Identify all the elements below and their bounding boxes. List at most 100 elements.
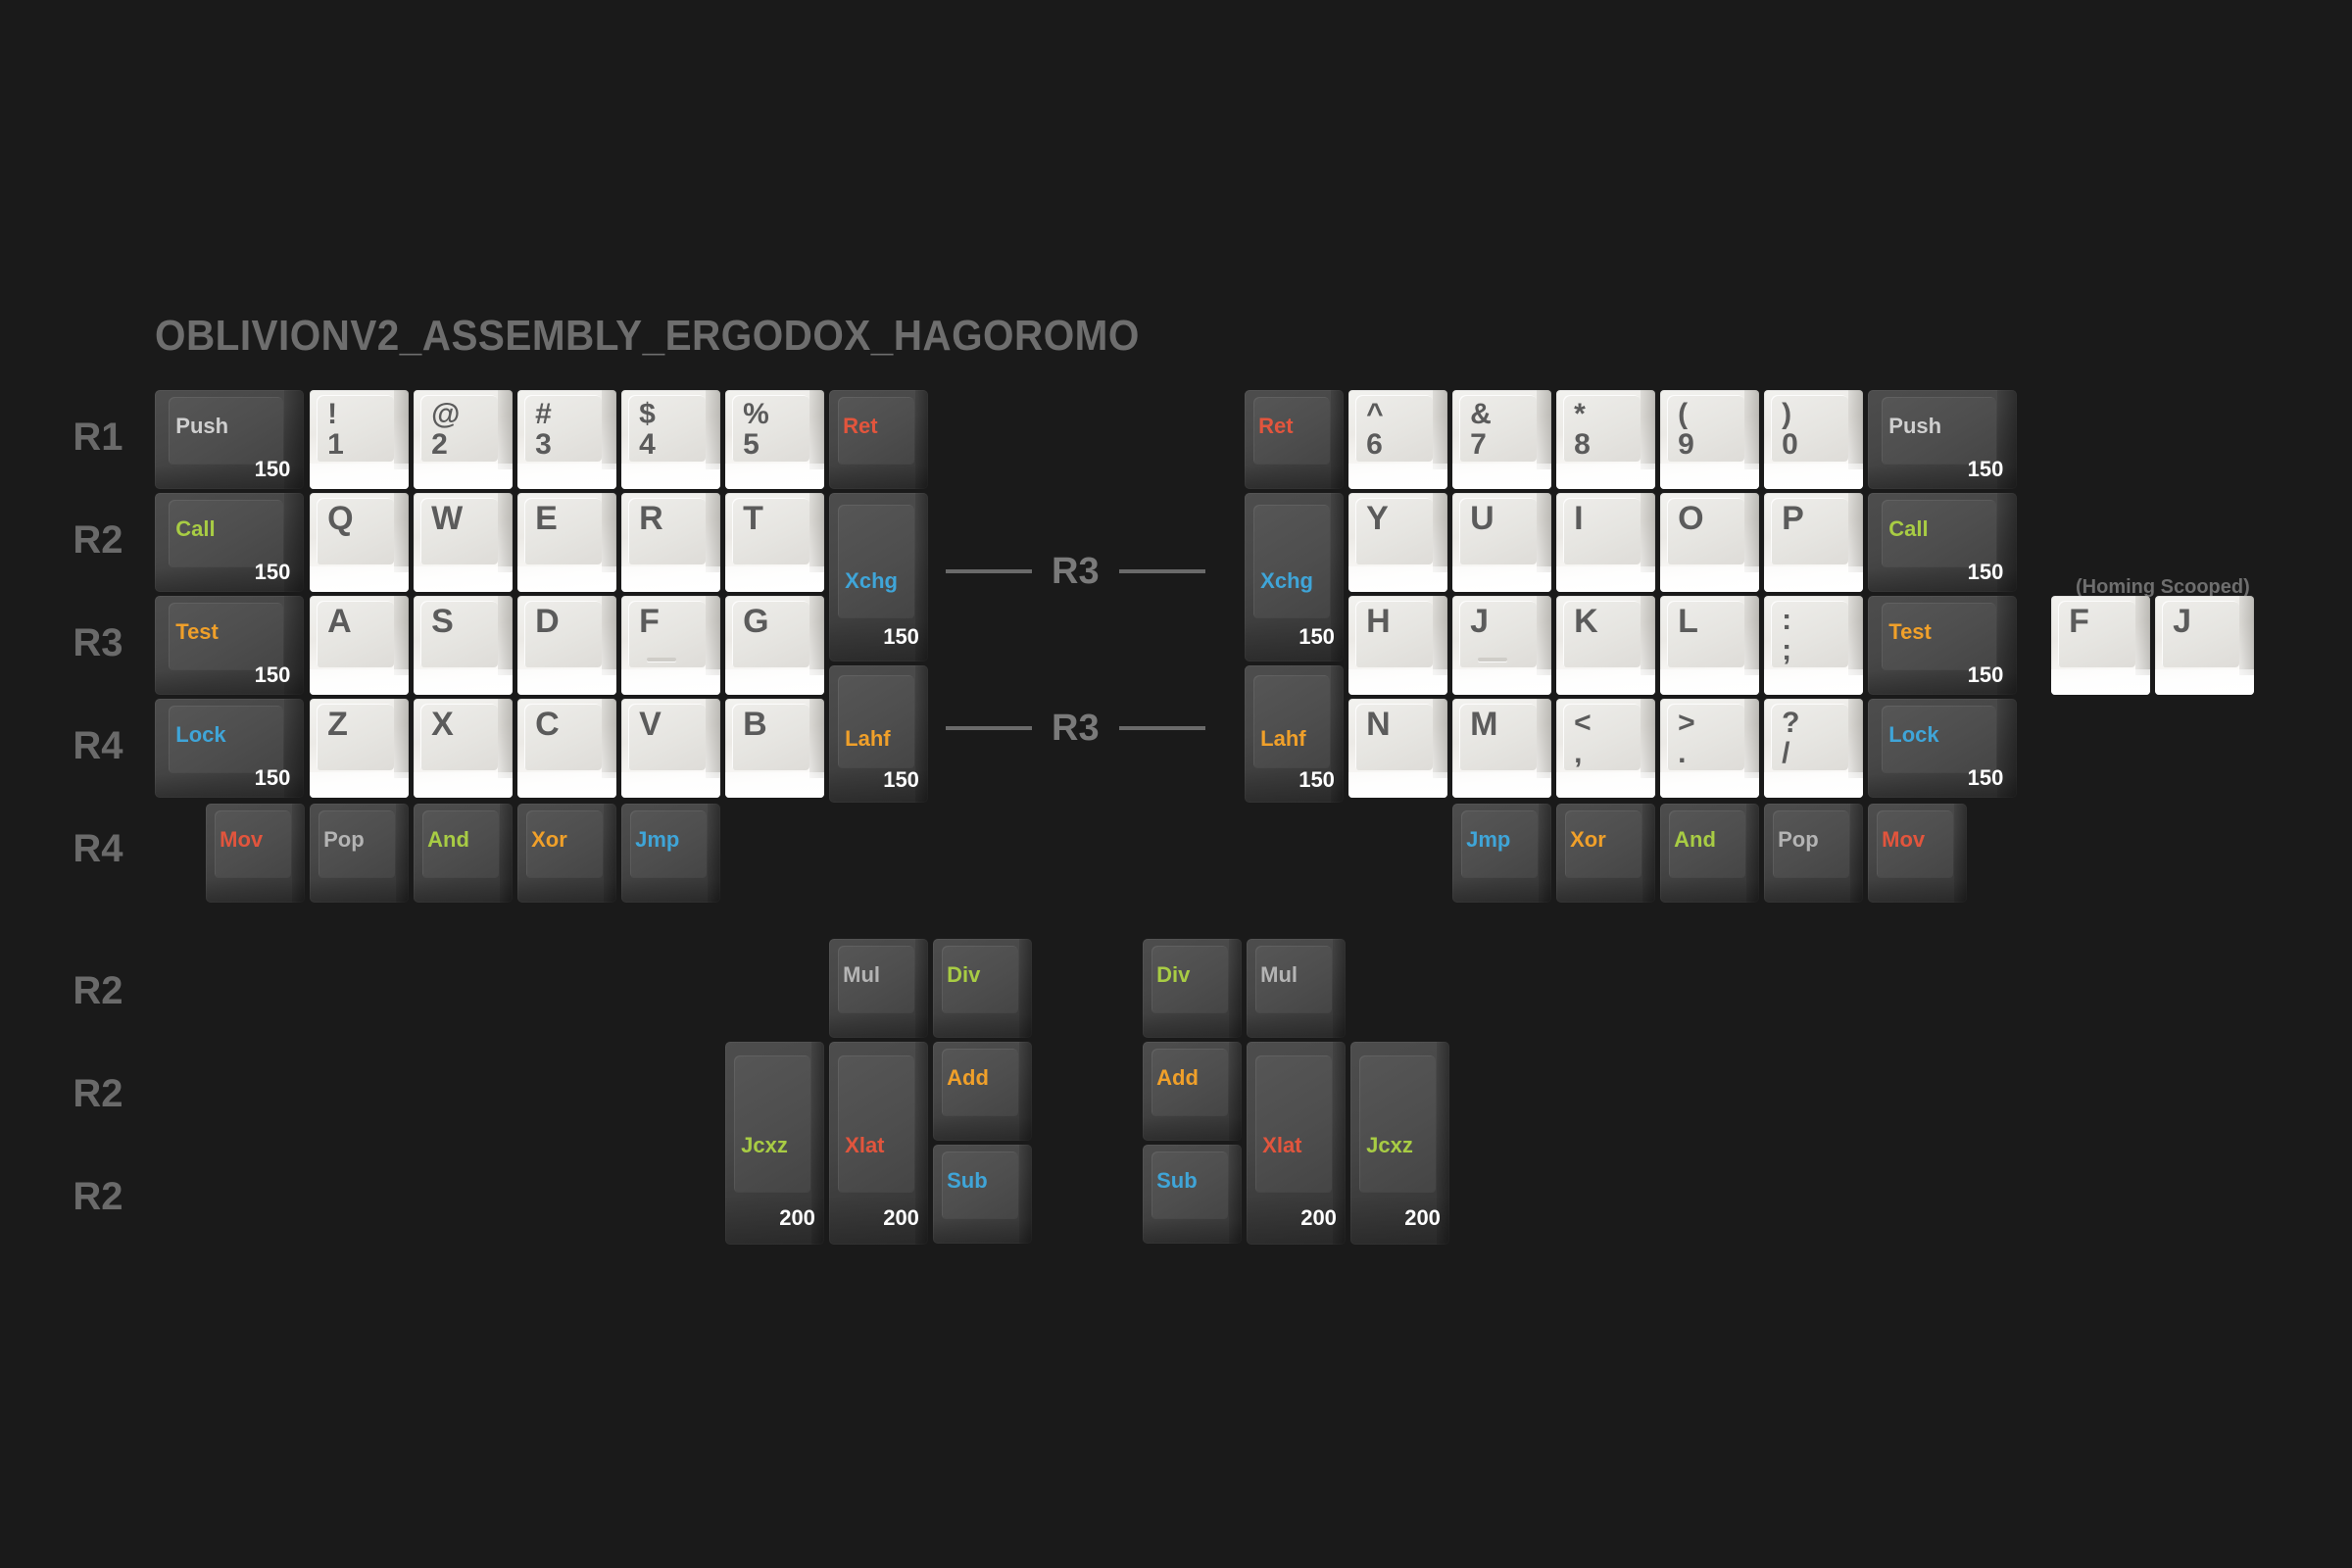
keycap-mov-right[interactable]: Mov [1868,804,1967,903]
keycap-key-5[interactable]: % 5 [725,390,824,489]
keycap-homing-f[interactable]: F [2051,596,2150,695]
keycap-key-2[interactable]: @ 2 [414,390,513,489]
keycap-top-surface [1771,601,1848,667]
keycap-front-bevel [310,771,409,798]
keycap-key-l[interactable]: L [1660,596,1759,695]
keycap-key-r[interactable]: R [621,493,720,592]
homing-bar-indicator [1478,657,1508,662]
keycap-top-surface [630,810,707,877]
keycap-key-h[interactable]: H [1348,596,1447,695]
keycap-add-right[interactable]: Add [1143,1042,1242,1141]
keycap-key-u[interactable]: U [1452,493,1551,592]
keycap-mul-left[interactable]: Mul [829,939,928,1038]
keycap-key-z[interactable]: Z [310,699,409,798]
keycap-front-bevel [517,463,616,489]
keycap-ret-right[interactable]: Ret [1245,390,1344,489]
keycap-size-badge: 150 [1967,764,2004,790]
keycap-key-3[interactable]: # 3 [517,390,616,489]
keycap-key-0[interactable]: ) 0 [1764,390,1863,489]
keycap-key-q[interactable]: Q [310,493,409,592]
keycap-homing-j[interactable]: J [2155,596,2254,695]
keycap-key-period[interactable]: > . [1660,699,1759,798]
keycap-key-1[interactable]: ! 1 [310,390,409,489]
keycap-key-w[interactable]: W [414,493,513,592]
keycap-xor-right[interactable]: Xor [1556,804,1655,903]
keycap-front-bevel [1660,565,1759,592]
keycap-front-bevel [310,878,409,903]
keycap-key-g[interactable]: G [725,596,824,695]
keycap-right-bevel [1847,390,1863,469]
keycap-div-left[interactable]: Div [933,939,1032,1038]
keycap-front-bevel [1868,670,2017,695]
keycap-front-bevel [206,878,305,903]
keycap-front-bevel [517,878,616,903]
keycap-and-left[interactable]: And [414,804,513,903]
keycap-mul-right[interactable]: Mul [1247,939,1346,1038]
keycap-key-semicolon[interactable]: : ; [1764,596,1863,695]
keycap-key-e[interactable]: E [517,493,616,592]
keycap-xor-left[interactable]: Xor [517,804,616,903]
keycap-top-surface [1355,601,1433,667]
keycap-front-bevel [933,1219,1032,1244]
keycap-top-surface [1771,704,1848,770]
keycap-key-b[interactable]: B [725,699,824,798]
keycap-key-9[interactable]: ( 9 [1660,390,1759,489]
keycap-size-badge: 150 [883,623,919,649]
keycap-key-4[interactable]: $ 4 [621,390,720,489]
keycap-key-n[interactable]: N [1348,699,1447,798]
center-row-marker-1: R3 [946,709,1230,748]
keycap-right-bevel [1997,596,2017,695]
keycap-mov-left[interactable]: Mov [206,804,305,903]
keycap-key-comma[interactable]: < , [1556,699,1655,798]
keycap-and-right[interactable]: And [1660,804,1759,903]
keycap-key-6[interactable]: ^ 6 [1348,390,1447,489]
keycap-key-y[interactable]: Y [1348,493,1447,592]
keycap-key-c[interactable]: C [517,699,616,798]
keycap-key-v[interactable]: V [621,699,720,798]
keycap-key-slash[interactable]: ? / [1764,699,1863,798]
keycap-key-m[interactable]: M [1452,699,1551,798]
keycap-size-badge: 200 [779,1204,815,1230]
keycap-key-s[interactable]: S [414,596,513,695]
keycap-add-left[interactable]: Add [933,1042,1032,1141]
keycap-key-7[interactable]: & 7 [1452,390,1551,489]
keycap-top-surface [1669,810,1745,877]
keycap-div-right[interactable]: Div [1143,939,1242,1038]
keycap-top-surface [1253,674,1330,767]
keycap-ret-left[interactable]: Ret [829,390,928,489]
keycap-pop-left[interactable]: Pop [310,804,409,903]
keycap-key-o[interactable]: O [1660,493,1759,592]
keycap-key-p[interactable]: P [1764,493,1863,592]
keycap-key-j[interactable]: J [1452,596,1551,695]
keycap-key-i[interactable]: I [1556,493,1655,592]
keycap-sub-right[interactable]: Sub [1143,1145,1242,1244]
keycap-right-bevel [284,596,304,695]
keycap-jmp-right[interactable]: Jmp [1452,804,1551,903]
keycap-pop-right[interactable]: Pop [1764,804,1863,903]
keycap-key-a[interactable]: A [310,596,409,695]
keycap-key-x[interactable]: X [414,699,513,798]
keycap-key-k[interactable]: K [1556,596,1655,695]
keycap-jmp-left[interactable]: Jmp [621,804,720,903]
keycap-key-8[interactable]: * 8 [1556,390,1655,489]
keycap-key-f[interactable]: F [621,596,720,695]
keycap-sub-left[interactable]: Sub [933,1145,1032,1244]
keycap-key-d[interactable]: D [517,596,616,695]
keycap-key-t[interactable]: T [725,493,824,592]
